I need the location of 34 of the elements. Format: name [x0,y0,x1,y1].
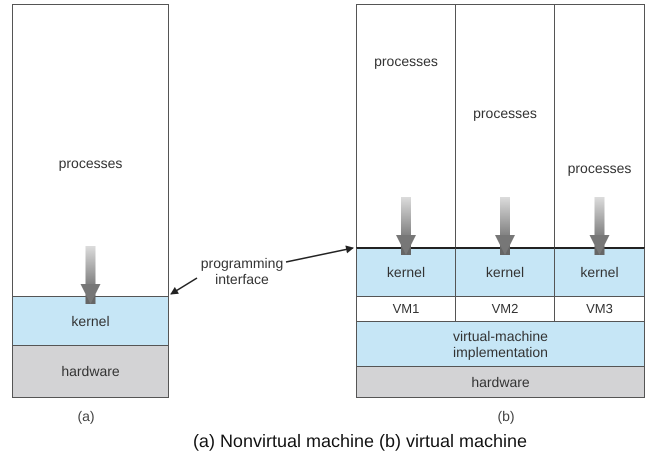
callout-label: programming interface [200,254,284,288]
panel-label: (b) [496,408,516,424]
kernel-layer [356,247,456,297]
caption: (a) Nonvirtual machine (b) virtual machine [192,431,528,452]
kernel-layer [12,296,169,346]
kernel-layer [554,247,645,297]
layer-label: processes [58,155,122,172]
layer-label: processes [473,105,537,122]
layer-label: processes [374,53,438,70]
layer-label: virtual-machine implementation [452,328,549,360]
hardware-layer [12,345,169,398]
layer-label: VM3 [586,302,613,316]
layer-label: kernel [580,264,619,281]
kernel-layer [455,247,555,297]
layer-label: kernel [386,264,426,281]
kernel-layer [356,321,645,367]
process-layer [554,4,645,248]
leader-arrow [170,277,198,295]
layer-label: VM1 [392,302,420,316]
layer-label: hardware [61,363,120,380]
flow-arrow [80,246,100,304]
layer-label: hardware [471,374,530,390]
leader-arrow [286,246,354,263]
flow-arrow [495,197,515,255]
layer-label: processes [568,160,632,176]
layer-label: VM2 [492,302,518,316]
layer-label: kernel [486,264,524,281]
flow-arrow [396,197,416,255]
flow-arrow [590,197,610,255]
layer-label: kernel [71,312,110,330]
process-layer [12,4,169,297]
hardware-layer [356,366,645,398]
process-layer [356,4,456,248]
panel-label: (a) [76,408,96,424]
